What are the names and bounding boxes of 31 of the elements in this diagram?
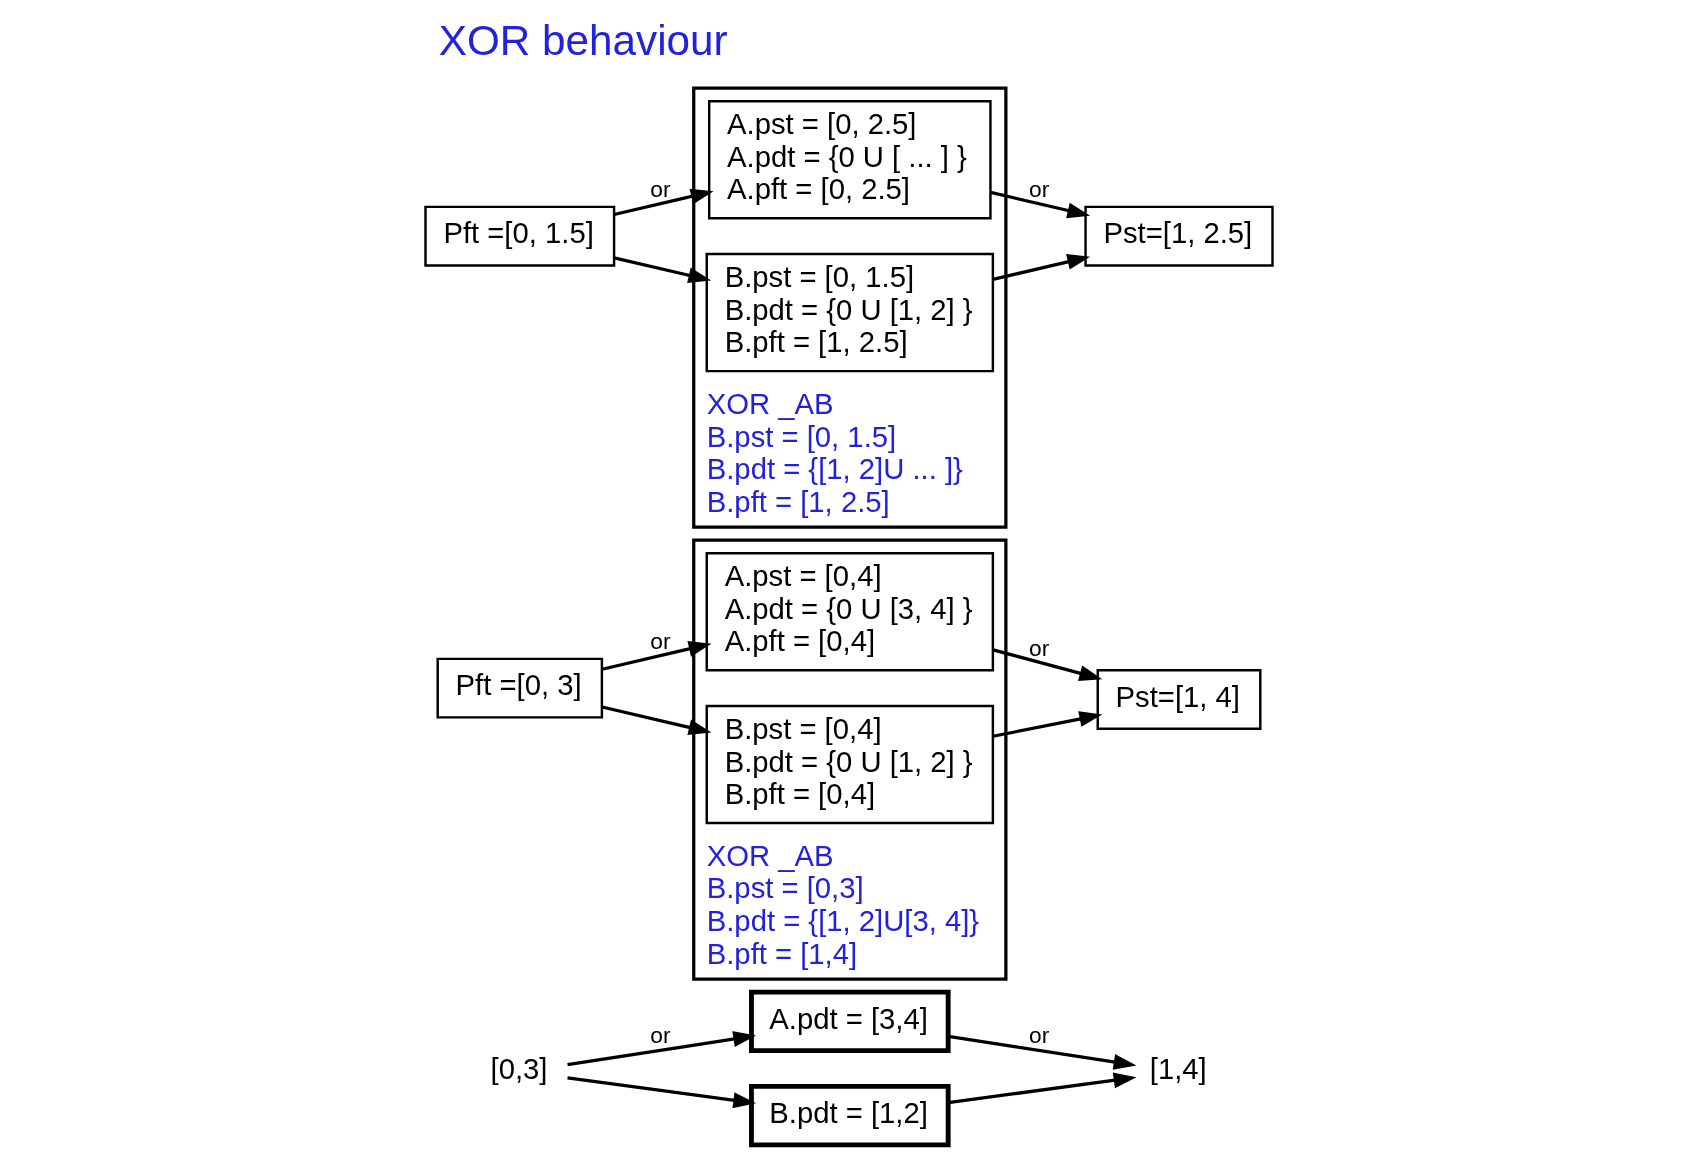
edge-label: or (649, 176, 671, 203)
arrow (992, 711, 1102, 738)
arrow (992, 648, 1102, 681)
arrow (601, 641, 711, 671)
diagram-title: XOR behaviour (438, 17, 728, 65)
node-text: [0,3] (490, 1052, 547, 1085)
edge-label: or (649, 1021, 671, 1048)
node-box: B.pst = [0, 1.5] B.pdt = {0 U [1, 2] } B.pft = [1, 2.5] (705, 252, 994, 373)
arrow (947, 1034, 1136, 1070)
node-box: B.pdt = [1,2] (748, 1083, 951, 1148)
edge-label: or (1028, 1021, 1049, 1048)
node-box: Pft =[0, 3] (435, 657, 603, 719)
arrow (566, 1031, 756, 1067)
edge-label: or (649, 628, 671, 655)
arrow (992, 254, 1090, 281)
arrow (947, 1072, 1136, 1105)
node-box: A.pst = [0, 2.5] A.pdt = {0 U [ ... ] } A.pft = [0, 2.5] (707, 100, 992, 220)
arrow (989, 190, 1090, 219)
node-box: A.pdt = [3,4] (748, 989, 951, 1054)
node-box: A.pst = [0,4] A.pdt = {0 U [3, 4] } A.pft = [0,4] (705, 551, 994, 672)
node-box: Pst=[1, 4] (1096, 669, 1261, 730)
arrow (566, 1076, 756, 1109)
node-box: B.pst = [0,4] B.pdt = {0 U [1, 2] } B.pft = [0,4] (705, 704, 994, 825)
node-box: Pft =[0, 1.5] (423, 205, 615, 267)
edge-label: or (1028, 634, 1049, 661)
node-box: Pst=[1, 2.5] (1083, 205, 1274, 267)
edge-label: or (1028, 176, 1049, 203)
node-text: [1,4] (1149, 1052, 1207, 1085)
arrow (613, 188, 714, 217)
arrow (601, 705, 711, 736)
arrow (613, 256, 711, 284)
